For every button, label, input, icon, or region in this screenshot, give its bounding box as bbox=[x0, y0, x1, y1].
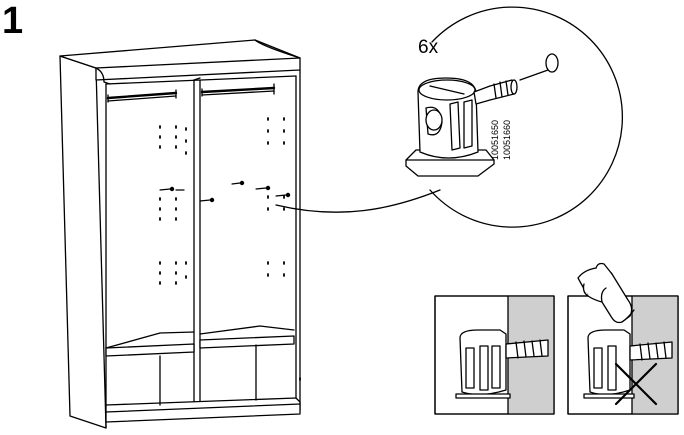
detail-callout: 6x 10051650 10051660 bbox=[406, 7, 622, 227]
correct-panel bbox=[435, 296, 554, 414]
wardrobe-frame bbox=[60, 40, 300, 428]
quantity-label: 6x bbox=[418, 37, 439, 58]
part-number-2: 10051660 bbox=[502, 120, 512, 160]
part-number-1: 10051650 bbox=[490, 120, 500, 160]
